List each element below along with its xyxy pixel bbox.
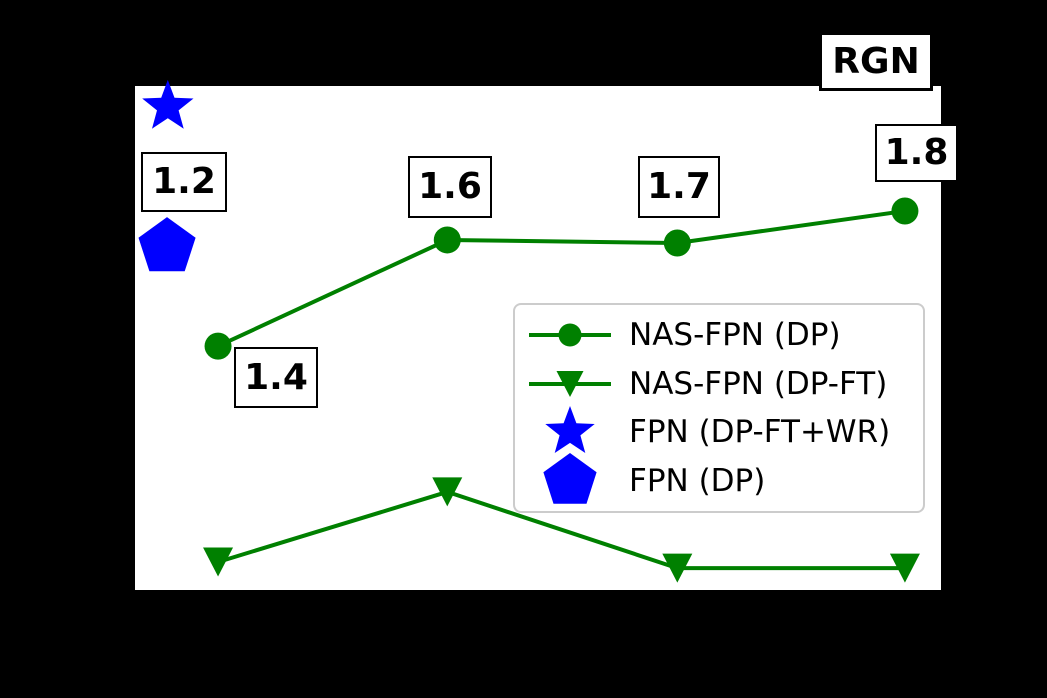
data-label-box: 1.7	[638, 156, 720, 218]
pentagon-marker-icon	[543, 452, 597, 504]
legend-label: NAS-FPN (DP)	[629, 317, 841, 354]
legend-item-fpn-dp-ft-wr: FPN (DP-FT+WR)	[523, 406, 915, 456]
legend-label: FPN (DP)	[629, 462, 766, 499]
legend-label: FPN (DP-FT+WR)	[629, 414, 891, 451]
legend-item-nas-fpn-dp-ft: NAS-FPN (DP-FT)	[523, 360, 915, 408]
data-label-box: 1.8	[875, 124, 958, 182]
legend-item-fpn-dp: FPN (DP)	[523, 452, 915, 505]
legend-label: NAS-FPN (DP-FT)	[629, 365, 888, 402]
data-label-box: 1.2	[141, 152, 227, 212]
data-label-box: 1.4	[234, 347, 318, 408]
corner-label-box: RGN	[819, 32, 933, 91]
triangle-down-marker-icon	[529, 370, 611, 397]
legend-item-nas-fpn-dp: NAS-FPN (DP)	[523, 311, 915, 359]
legend: NAS-FPN (DP) NAS-FPN (DP-FT) FPN (DP-FT+…	[513, 303, 925, 513]
data-label-box: 1.6	[408, 156, 492, 218]
star-marker-icon	[545, 406, 595, 454]
circle-marker-icon	[529, 323, 611, 347]
